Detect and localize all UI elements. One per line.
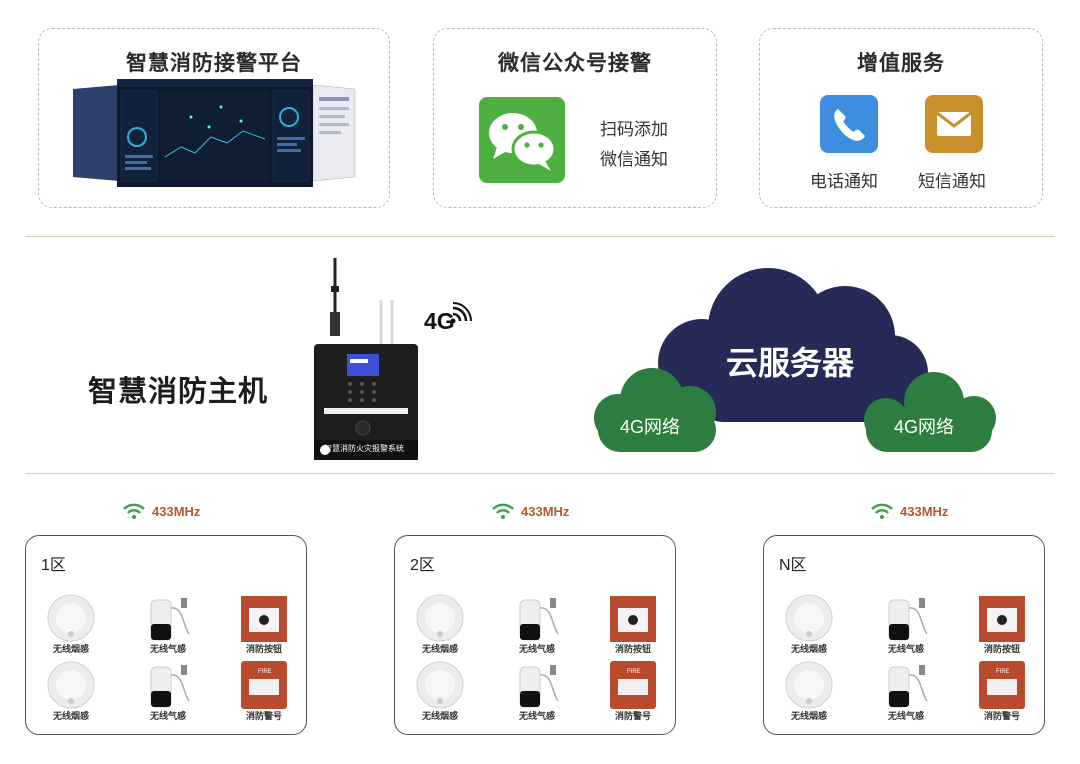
zoneN-frequency: 433MHz xyxy=(870,502,948,520)
wechat-notify-text: 微信通知 xyxy=(600,150,668,169)
zone-label: N区 xyxy=(779,557,807,574)
wechat-icon xyxy=(479,97,565,183)
gas-detector-2b: 无线气感 xyxy=(502,661,572,721)
wechat-scan-text: 扫码添加 xyxy=(600,120,668,139)
gas-detector-icon xyxy=(519,598,559,641)
wifi-icon xyxy=(871,503,893,519)
fire-alarm-n: FIRE 消防警号 xyxy=(967,661,1037,721)
smoke-detector-nb: 无线烟感 xyxy=(774,661,844,721)
gas-detector-icon xyxy=(519,665,559,708)
smoke-detector-na: 无线烟感 xyxy=(774,594,844,654)
smoke-detector-icon xyxy=(785,594,833,642)
gas-detector-2a: 无线气感 xyxy=(502,594,572,654)
gas-detector-icon xyxy=(150,665,190,708)
fire-button-1: 消防按钮 xyxy=(229,594,299,654)
value-added-panel: 增值服务 电话通知 短信通知 xyxy=(759,28,1043,208)
gas-detector-icon xyxy=(888,598,928,641)
fire-button-icon xyxy=(610,596,656,642)
separator-bottom xyxy=(25,473,1055,474)
wechat-panel: 微信公众号接警 扫码添加 微信通知 xyxy=(433,28,717,208)
smoke-detector-1a: 无线烟感 xyxy=(36,594,106,654)
fire-button-2: 消防按钮 xyxy=(598,594,668,654)
fire-siren-icon: FIRE xyxy=(610,661,656,709)
dashboard-screenshot-image xyxy=(73,79,356,187)
smoke-detector-2a: 无线烟感 xyxy=(405,594,475,654)
smoke-detector-icon xyxy=(416,594,464,642)
zone-2-box: 2区 无线烟感 无线气感 消防按钮 无线烟感 无线气感 FIRE 消防警号 xyxy=(394,535,676,735)
svg-text:FIRE: FIRE xyxy=(258,669,272,675)
fire-button-icon xyxy=(979,596,1025,642)
wifi-icon xyxy=(123,503,145,519)
fire-alarm-1: FIRE 消防警号 xyxy=(229,661,299,721)
fire-button-n: 消防按钮 xyxy=(967,594,1037,654)
wifi-icon xyxy=(492,503,514,519)
frequency-label: 433MHz xyxy=(900,503,949,519)
zone-n-box: N区 无线烟感 无线气感 消防按钮 无线烟感 无线气感 FIRE 消防警号 xyxy=(763,535,1045,735)
fire-siren-icon: FIRE xyxy=(979,661,1025,709)
signal-icon xyxy=(450,302,472,324)
smoke-detector-icon xyxy=(47,661,95,709)
gas-detector-icon xyxy=(888,665,928,708)
fire-siren-icon: FIRE xyxy=(241,661,287,709)
svg-text:FIRE: FIRE xyxy=(996,669,1010,675)
host-title: 智慧消防主机 xyxy=(88,376,269,408)
sms-icon xyxy=(925,95,983,153)
network-right-label: 4G网络 xyxy=(894,417,955,437)
smoke-detector-2b: 无线烟感 xyxy=(405,661,475,721)
value-added-title: 增值服务 xyxy=(857,52,945,75)
phone-notify-label: 电话通知 xyxy=(810,172,878,191)
platform-panel: 智慧消防接警平台 xyxy=(38,28,390,208)
phone-icon xyxy=(820,95,878,153)
gas-detector-1b: 无线气感 xyxy=(133,661,203,721)
platform-title: 智慧消防接警平台 xyxy=(126,52,302,75)
cloud-server-label: 云服务器 xyxy=(726,345,855,381)
fire-alarm-host-device xyxy=(314,258,418,460)
signal-4g-label: 4G xyxy=(424,308,455,334)
gas-detector-icon xyxy=(150,598,190,641)
fire-button-icon xyxy=(241,596,287,642)
wechat-title: 微信公众号接警 xyxy=(498,52,652,75)
frequency-label: 433MHz xyxy=(152,503,201,519)
zone2-frequency: 433MHz xyxy=(491,502,569,520)
zone-1-box: 1区 无线烟感 无线气感 消防按钮 无线烟感 无线气感 FIRE 消防警号 xyxy=(25,535,307,735)
zone-label: 2区 xyxy=(410,557,435,574)
separator-top xyxy=(25,236,1055,237)
network-right-icon xyxy=(864,372,996,452)
cloud-server-icon xyxy=(658,268,928,422)
gas-detector-1a: 无线气感 xyxy=(133,594,203,654)
host-panel-label: 智慧消防火灾报警系统 xyxy=(324,444,404,453)
smoke-detector-1b: 无线烟感 xyxy=(36,661,106,721)
zone1-frequency: 433MHz xyxy=(122,502,200,520)
smoke-detector-icon xyxy=(416,661,464,709)
cloud-diagram xyxy=(594,268,996,452)
fire-alarm-2: FIRE 消防警号 xyxy=(598,661,668,721)
sms-notify-label: 短信通知 xyxy=(918,172,986,191)
frequency-label: 433MHz xyxy=(521,503,570,519)
network-left-label: 4G网络 xyxy=(620,417,681,437)
zone-label: 1区 xyxy=(41,557,66,574)
smoke-detector-icon xyxy=(785,661,833,709)
gas-detector-na: 无线气感 xyxy=(871,594,941,654)
network-left-icon xyxy=(594,368,716,452)
svg-text:FIRE: FIRE xyxy=(627,669,641,675)
smoke-detector-icon xyxy=(47,594,95,642)
gas-detector-nb: 无线气感 xyxy=(871,661,941,721)
